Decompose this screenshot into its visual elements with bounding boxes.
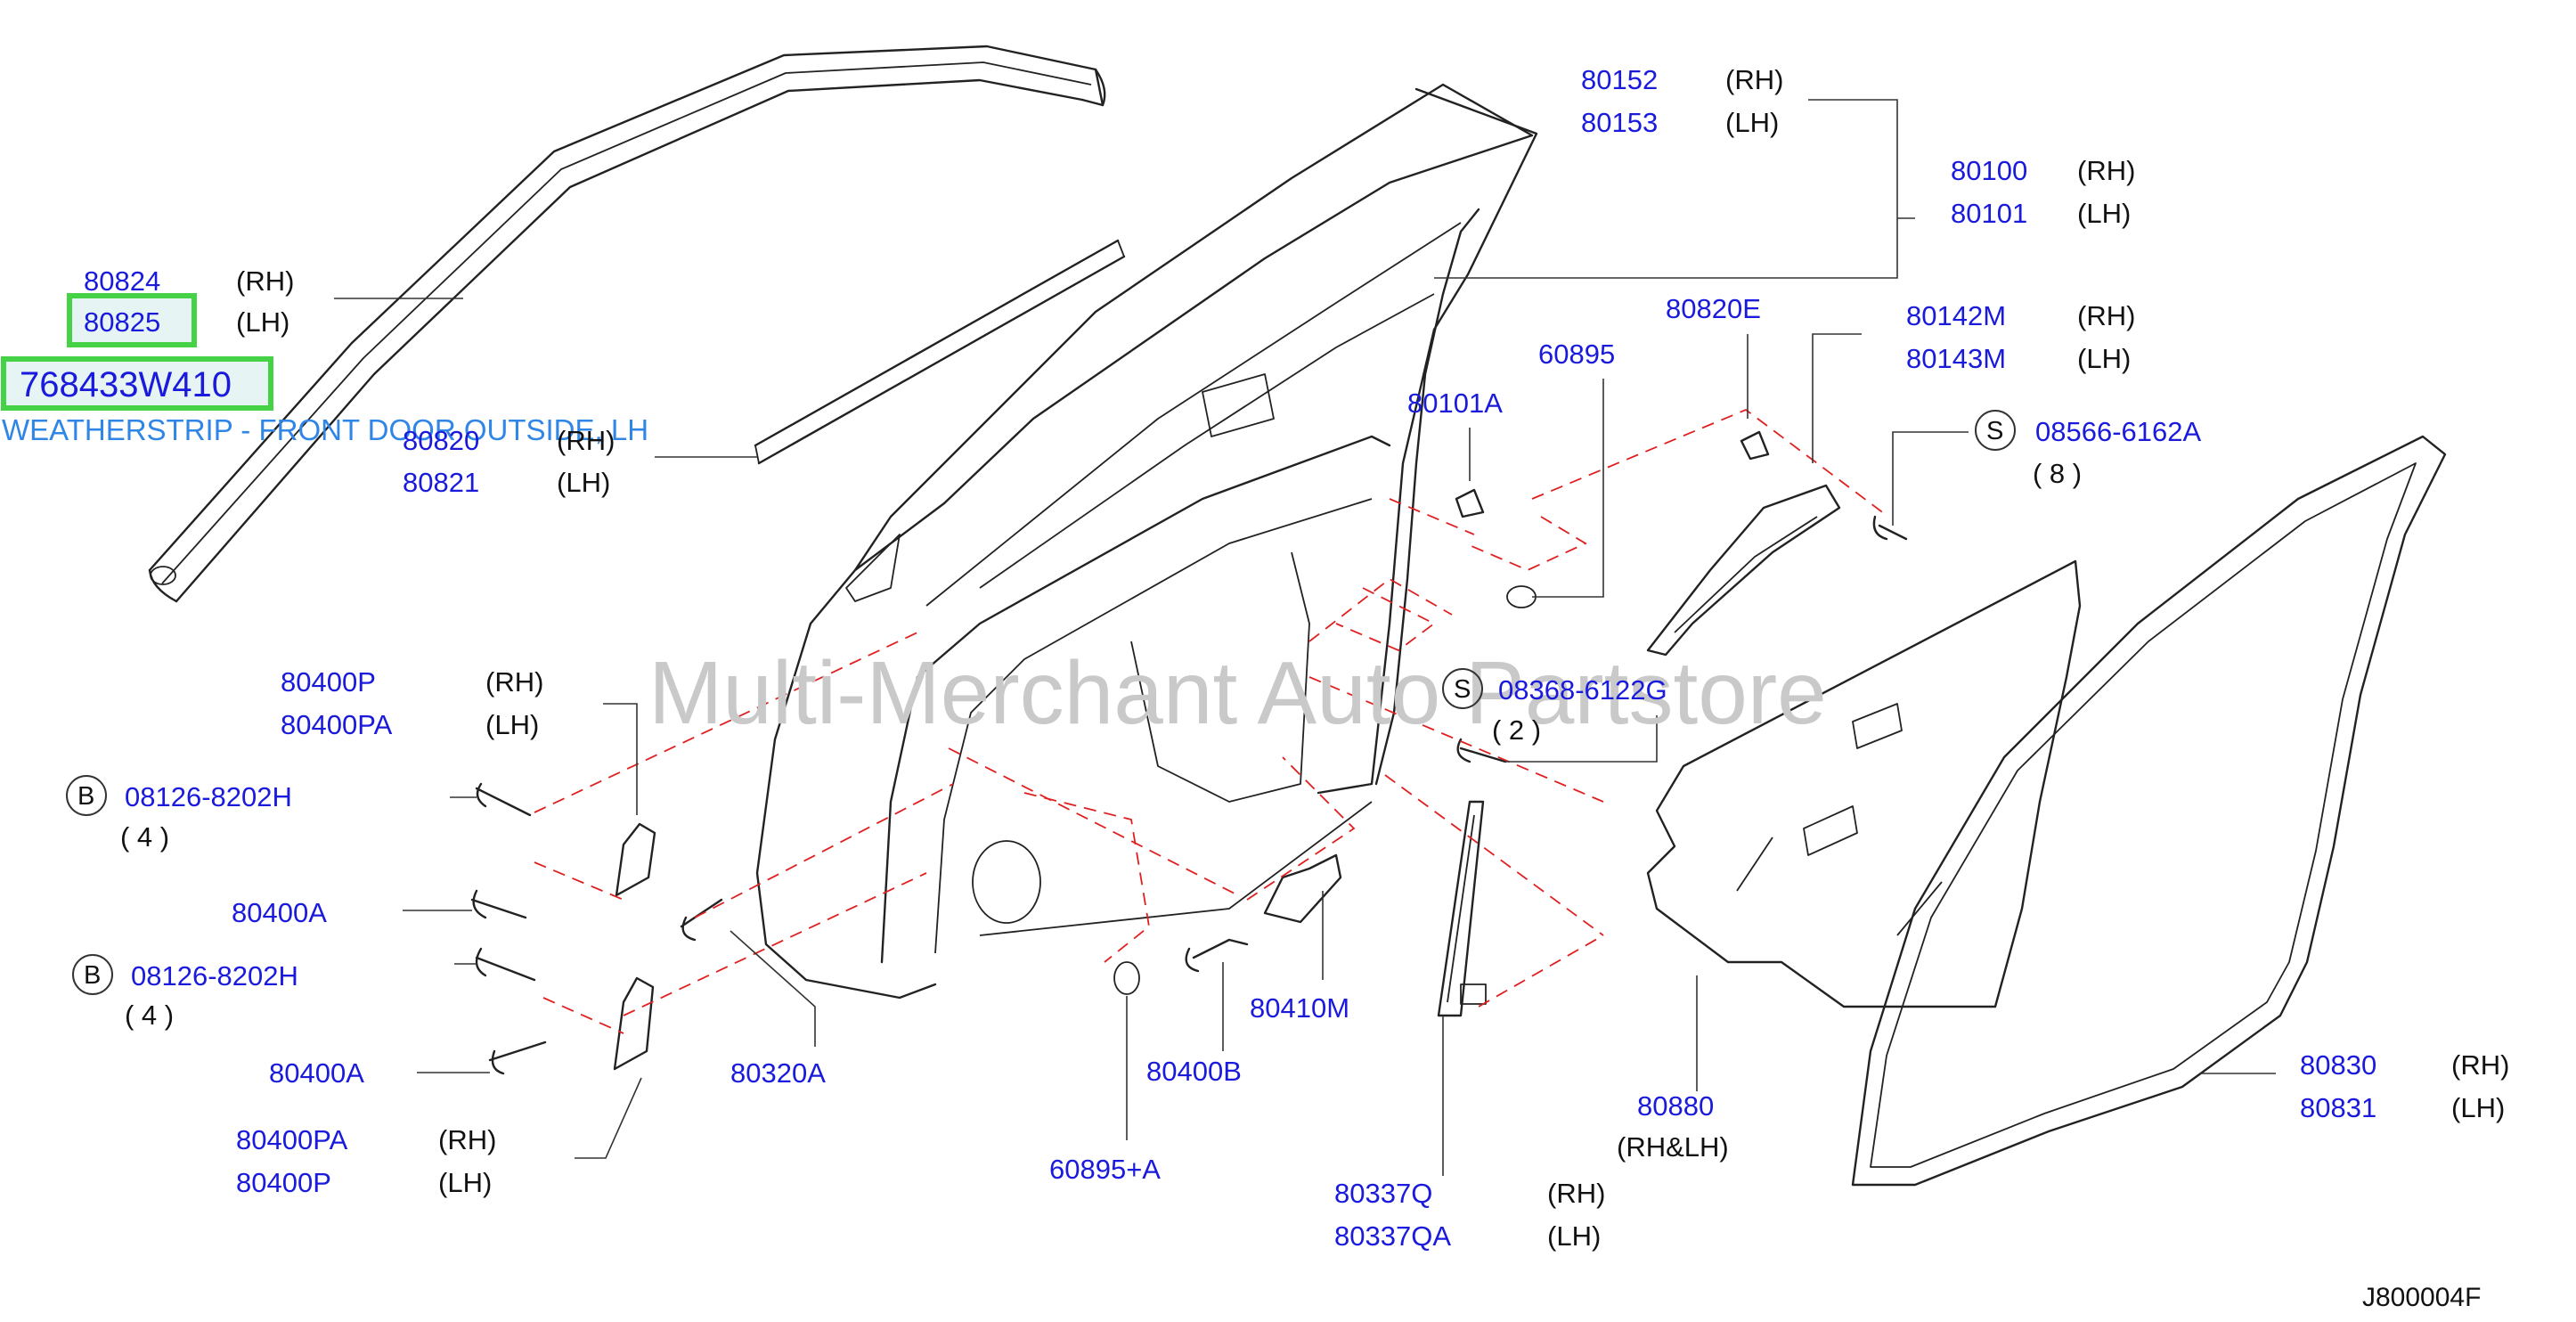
- callout-80410m[interactable]: 80410M: [1250, 992, 1349, 1024]
- callout-80100[interactable]: 80100: [1951, 155, 2027, 186]
- screw-mark-circle: [1442, 668, 1483, 709]
- callout-80337q[interactable]: 80337Q: [1334, 1178, 1432, 1209]
- bolt-mark-circle: [66, 775, 107, 816]
- callout-80400p[interactable]: 80400P: [281, 666, 376, 698]
- callout-qty-08126-8202h: ( 4 ): [120, 821, 169, 853]
- callout-08368-6122g[interactable]: 08368-6122G: [1498, 674, 1667, 706]
- callout-80400pa-2[interactable]: 80400PA: [236, 1124, 348, 1155]
- callout-80821[interactable]: 80821: [403, 467, 479, 498]
- callout-80880[interactable]: 80880: [1637, 1090, 1714, 1122]
- callout-side-80820: (RH): [557, 425, 615, 456]
- callout-60895[interactable]: 60895: [1538, 339, 1615, 370]
- callout-80101a[interactable]: 80101A: [1407, 388, 1503, 419]
- callout-80143m[interactable]: 80143M: [1906, 343, 2006, 374]
- callout-80825[interactable]: 80825: [84, 306, 160, 338]
- callout-side-80100: (RH): [2077, 155, 2135, 186]
- callout-side-80880: (RH&LH): [1617, 1131, 1729, 1163]
- callout-side-80142m: (RH): [2077, 300, 2135, 331]
- highlight-description: WEATHERSTRIP - FRONT DOOR OUTSIDE, LH: [2, 413, 648, 446]
- callout-80320a[interactable]: 80320A: [730, 1057, 826, 1089]
- callout-side-80153: (LH): [1725, 107, 1779, 138]
- callout-side-80337q: (RH): [1547, 1178, 1605, 1209]
- callout-80824[interactable]: 80824: [84, 265, 160, 297]
- callout-80142m[interactable]: 80142M: [1906, 300, 2006, 331]
- callout-80400b[interactable]: 80400B: [1146, 1056, 1242, 1087]
- callout-08126-8202h-2[interactable]: 08126-8202H: [131, 960, 298, 992]
- callout-side-80825: (LH): [236, 306, 289, 338]
- callout-qty-08368-6122g: ( 2 ): [1492, 714, 1541, 746]
- trim-board-part: [1646, 559, 2082, 1008]
- callout-80831[interactable]: 80831: [2300, 1092, 2376, 1123]
- callout-80820e[interactable]: 80820E: [1666, 293, 1761, 324]
- leader-lines: [334, 99, 2276, 1176]
- callout-side-80400p: (RH): [485, 666, 543, 698]
- callout-mark-08126-8202h: B: [77, 782, 94, 811]
- callout-labels: 80152 (RH) 80153 (LH) 80100 (RH) 80101 (…: [66, 64, 2509, 1252]
- callout-80830[interactable]: 80830: [2300, 1049, 2376, 1081]
- check-link-part: [1113, 738, 1507, 995]
- callout-80101[interactable]: 80101: [1951, 198, 2027, 229]
- body-weatherstrip-part: [1851, 435, 2447, 1187]
- callout-side-80337qa: (LH): [1547, 1220, 1601, 1252]
- bolt-mark-circle: [72, 954, 113, 995]
- callout-side-80143m: (LH): [2077, 343, 2131, 374]
- callout-60895-a[interactable]: 60895+A: [1049, 1154, 1161, 1185]
- callout-80400pa[interactable]: 80400PA: [281, 709, 393, 740]
- hinges-part: [470, 782, 723, 1075]
- callout-80820[interactable]: 80820: [403, 425, 479, 456]
- diagram-code: J800004F: [2362, 1283, 2481, 1312]
- parts-drawing: [148, 45, 2447, 1187]
- inner-weatherstrip-part: [754, 239, 1126, 465]
- callout-qty-08126-8202h-2: ( 4 ): [125, 1000, 174, 1031]
- callout-80400a[interactable]: 80400A: [232, 897, 327, 928]
- callout-mark-08368-6122g: S: [1454, 675, 1471, 704]
- callout-side-80400p-2: (LH): [438, 1167, 492, 1198]
- highlight-box-callout: [67, 293, 197, 347]
- callout-side-80821: (LH): [557, 467, 610, 498]
- screw-mark-circle: [1975, 410, 2016, 451]
- callout-08566-6162a[interactable]: 08566-6162A: [2035, 416, 2201, 447]
- callout-80400a-2[interactable]: 80400A: [269, 1057, 364, 1089]
- callout-mark-08566-6162a: S: [1986, 417, 2003, 445]
- regulator-rail-part: [1437, 800, 1487, 1017]
- highlight-box-part: [1, 356, 273, 411]
- outside-handle-part: [1455, 430, 1908, 657]
- callout-side-80824: (RH): [236, 265, 294, 297]
- callout-side-80400pa-2: (RH): [438, 1124, 496, 1155]
- callout-qty-08566-6162a: ( 8 ): [2033, 458, 2082, 489]
- callout-08126-8202h[interactable]: 08126-8202H: [125, 781, 292, 812]
- callout-80400p-2[interactable]: 80400P: [236, 1167, 331, 1198]
- callout-side-80830: (RH): [2451, 1049, 2509, 1081]
- callout-side-80101: (LH): [2077, 198, 2131, 229]
- callout-80153[interactable]: 80153: [1581, 107, 1658, 138]
- outside-weatherstrip-part: [148, 45, 1106, 603]
- callout-80337qa[interactable]: 80337QA: [1334, 1220, 1451, 1252]
- callout-side-80400pa: (LH): [485, 709, 539, 740]
- highlight-part-number[interactable]: 768433W410: [20, 365, 232, 404]
- callout-side-80152: (RH): [1725, 64, 1783, 95]
- exploded-lines: [534, 408, 1889, 1034]
- callout-side-80831: (LH): [2451, 1092, 2505, 1123]
- callout-80152[interactable]: 80152: [1581, 64, 1658, 95]
- door-shell-part: [755, 83, 1538, 1000]
- callout-mark-08126-8202h-2: B: [84, 961, 101, 990]
- watermark-text: Multi-Merchant Auto Partstore: [648, 643, 1827, 743]
